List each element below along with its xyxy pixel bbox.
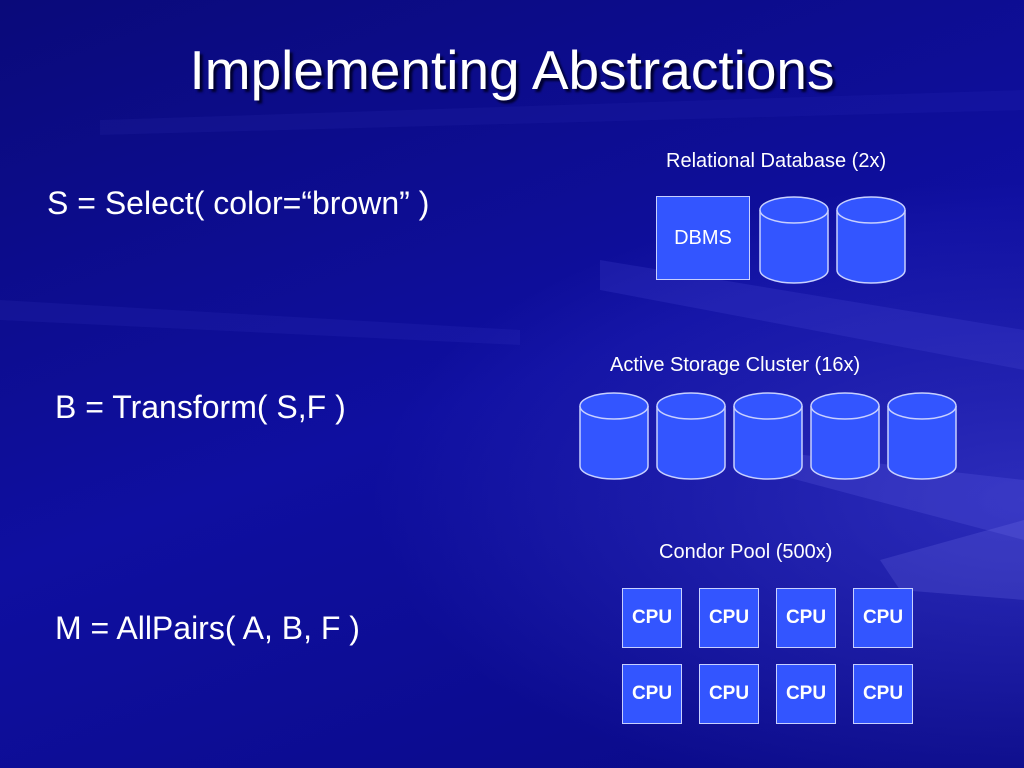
cpu-node: CPU [853,588,913,648]
cpu-node: CPU [622,664,682,724]
storage-cylinder-icon [656,392,726,480]
cpu-node: CPU [776,664,836,724]
cpu-node: CPU [699,664,759,724]
relational-database-caption: Relational Database (2x) [666,150,887,172]
slide-title: Implementing Abstractions [189,39,835,101]
dbms-label: DBMS [674,226,732,249]
allpairs-expression: M = AllPairs( A, B, F ) [55,610,360,646]
database-cylinder-icon [836,196,906,284]
cpu-node: CPU [776,588,836,648]
storage-cylinder-icon [887,392,957,480]
select-expression: S = Select( color=“brown” ) [47,185,430,221]
database-cylinder-icon [759,196,829,284]
dbms-box: DBMS [656,196,750,280]
condor-pool-caption: Condor Pool (500x) [659,541,833,563]
cpu-node: CPU [622,588,682,648]
storage-cylinder-icon [733,392,803,480]
storage-cylinder-icon [810,392,880,480]
active-storage-cluster-caption: Active Storage Cluster (16x) [610,354,861,376]
cpu-node: CPU [699,588,759,648]
transform-expression: B = Transform( S,F ) [55,389,346,425]
storage-cylinder-icon [579,392,649,480]
cpu-node: CPU [853,664,913,724]
